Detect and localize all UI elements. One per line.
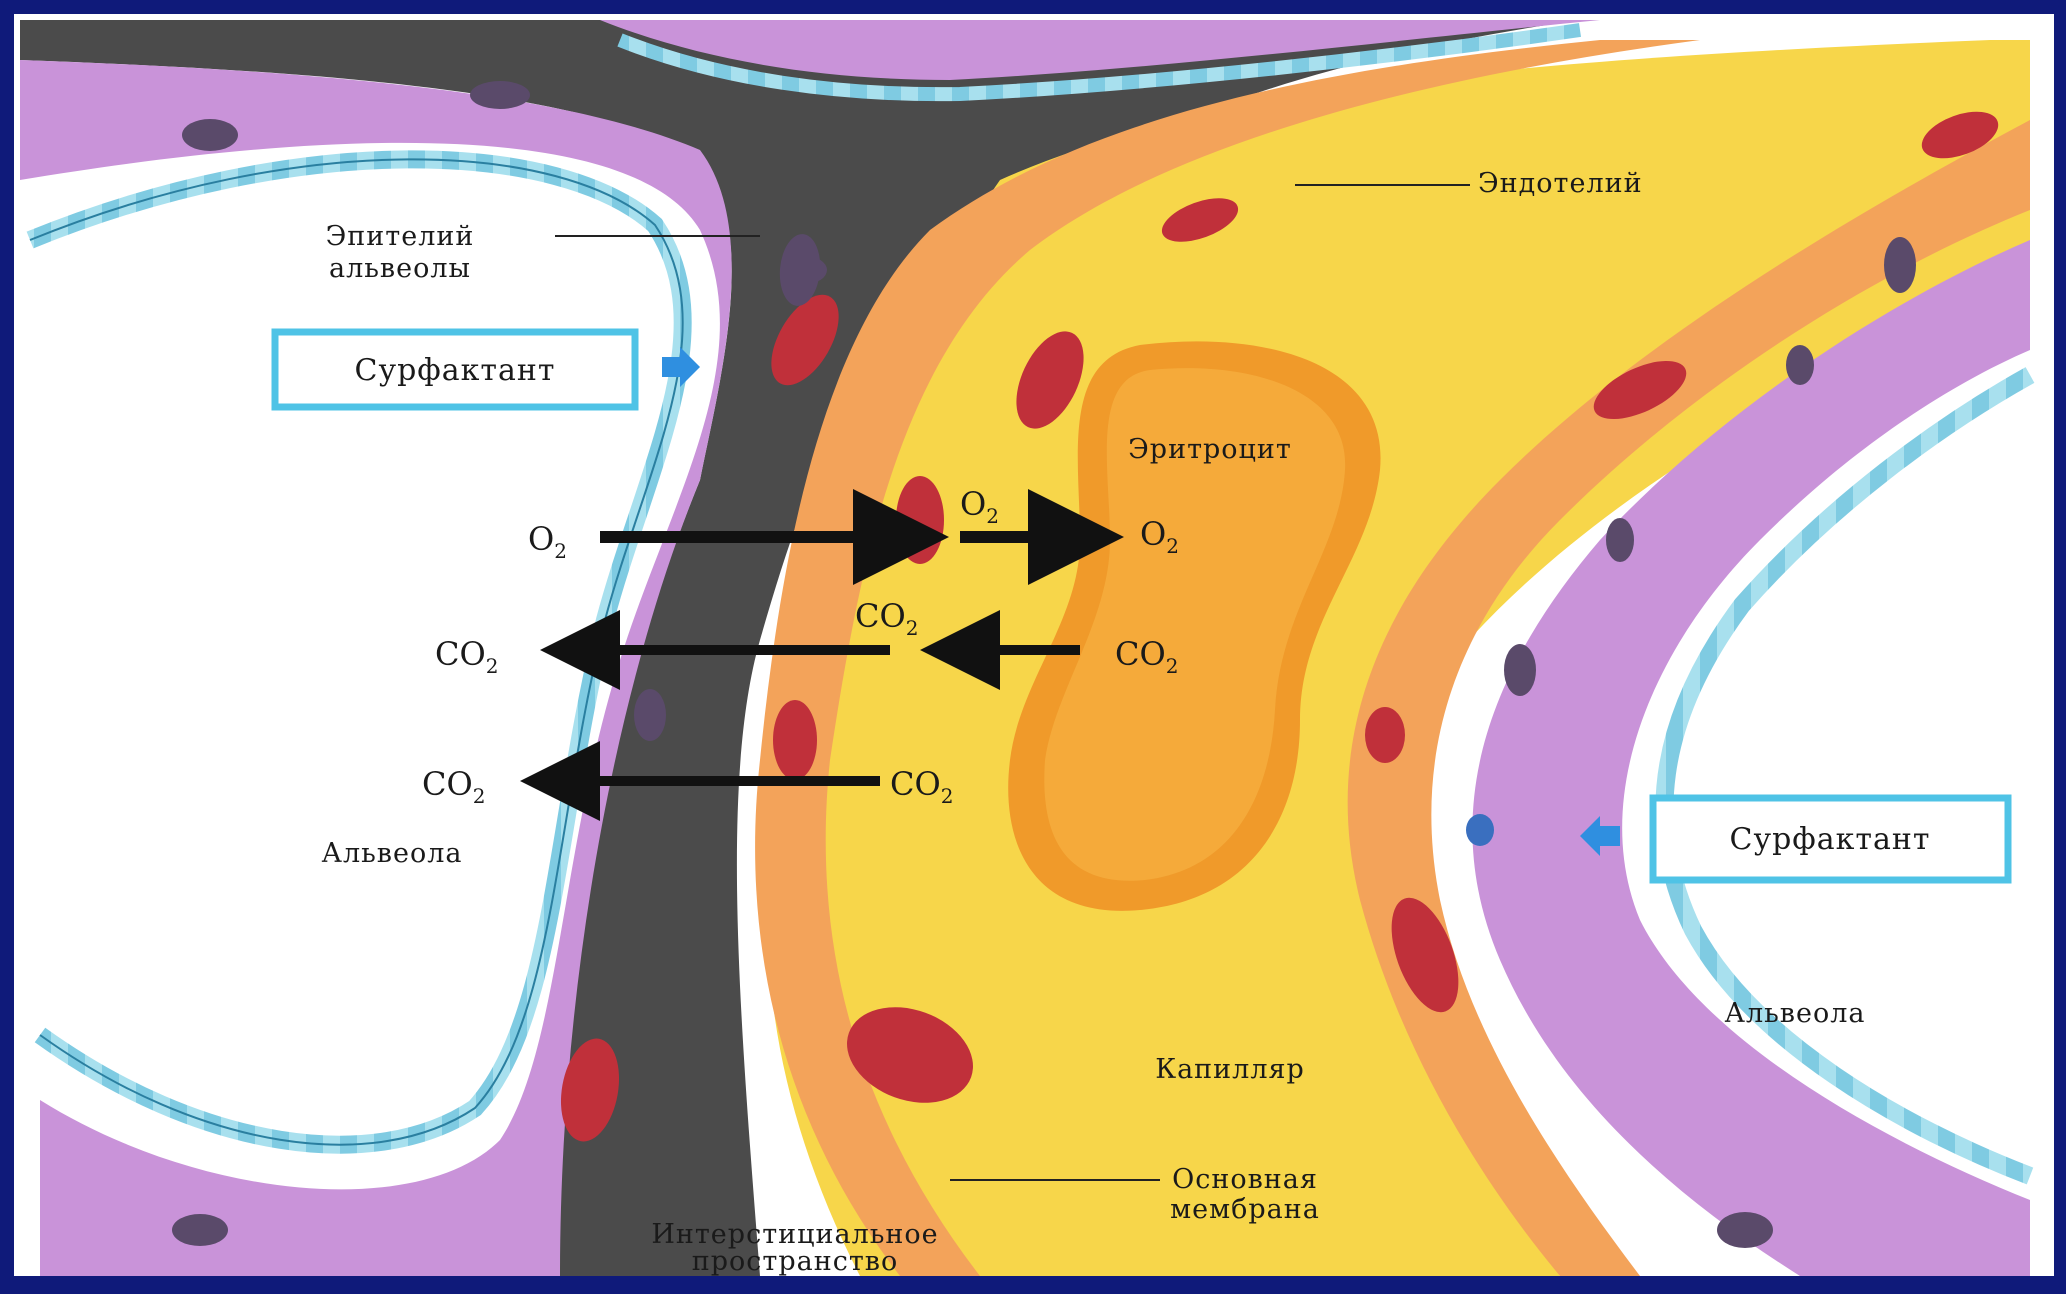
- nucleus-23: [172, 1214, 228, 1246]
- nucleus-14: [182, 119, 238, 151]
- label-alveola-left: Альвеола: [322, 838, 463, 869]
- nucleus-17: [1786, 345, 1814, 385]
- nucleus-16: [1884, 237, 1916, 293]
- label-erythrocyte: Эритроцит: [1128, 434, 1292, 465]
- label-capillary: Капилляр: [1155, 1054, 1305, 1085]
- nucleus-6: [1365, 707, 1405, 763]
- label-endothelium: Эндотелий: [1478, 168, 1643, 199]
- nucleus-2: [896, 476, 944, 564]
- label-membrane-line2: мембрана: [1170, 1194, 1320, 1225]
- label-interstitial-line2: пространство: [692, 1246, 898, 1277]
- label-alveola-right: Альвеола: [1725, 998, 1866, 1029]
- surfactant-left-label: Сурфактант: [354, 353, 555, 388]
- nucleus-24: [1717, 1212, 1773, 1248]
- label-membrane-line1: Основная: [1172, 1164, 1318, 1195]
- nucleus-21: [634, 689, 666, 741]
- label-epithelium-line1: Эпителий: [326, 221, 475, 252]
- nucleus-18: [1606, 518, 1634, 562]
- label-epithelium-line2: альвеолы: [329, 253, 471, 284]
- nucleus-15: [470, 81, 530, 109]
- nucleus-20: [1466, 814, 1494, 846]
- nucleus-19: [1504, 644, 1536, 696]
- surfactant-callout-left: Сурфактант: [275, 332, 700, 407]
- nucleus-3: [773, 700, 817, 780]
- surfactant-right-label: Сурфактант: [1729, 822, 1930, 857]
